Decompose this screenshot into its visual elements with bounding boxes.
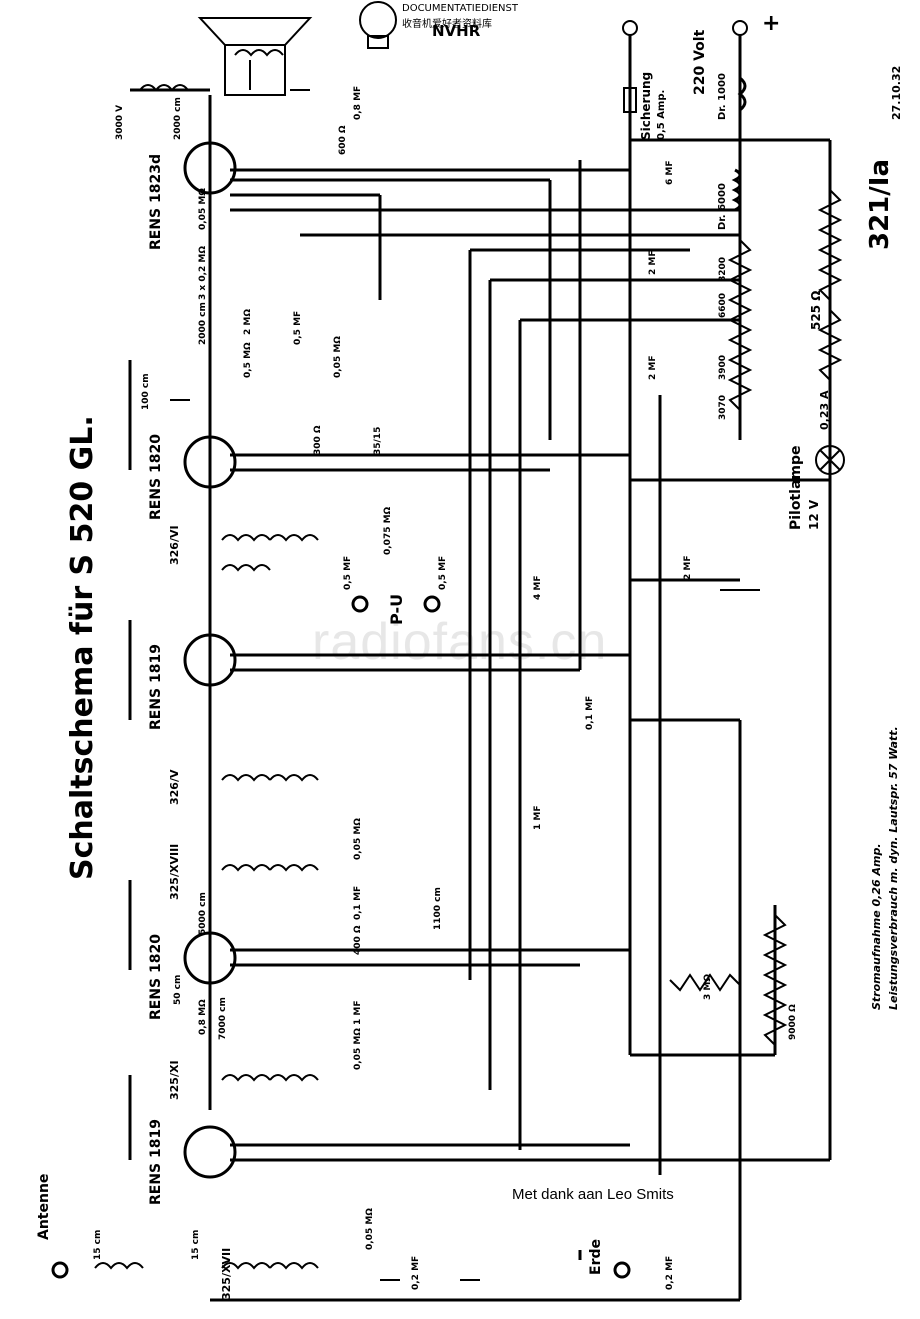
hv-label: 3000 V	[115, 105, 125, 140]
r-3x02-label: 3 x 0,2 MΩ	[198, 246, 208, 300]
watermark: radiofans.cn	[312, 613, 608, 671]
tube-2-label: RENS 1820	[148, 434, 164, 520]
plus-symbol: +	[762, 11, 780, 36]
coil-3-label: 325/XVIII	[168, 844, 181, 900]
earth-terminal-icon	[613, 1261, 631, 1279]
coil-1-label: 326/VI	[168, 525, 181, 565]
r-3900-label: 3900	[718, 355, 728, 380]
earth-label: Erde	[588, 1239, 604, 1275]
pickup-label: P-U	[387, 594, 406, 625]
supply-label: 220 Volt	[692, 29, 708, 95]
c-2000-label: 2000 cm	[198, 302, 208, 345]
tube-1-icon	[183, 141, 237, 195]
schematic-title: Schaltschema für S 520 GL.	[65, 415, 100, 880]
cap-6mf-label: 6 MF	[665, 161, 675, 186]
fuse-label: Sicherung	[639, 72, 653, 140]
r-6600-label: 6600	[718, 293, 728, 318]
header-line1: DOCUMENTATIEDIENST	[402, 3, 518, 14]
r-05mo-label: 0,5 MΩ	[243, 342, 253, 378]
cap-2mf-b-label: 2 MF	[648, 356, 658, 381]
c-01-label: 0,1 MF	[353, 886, 363, 920]
r-300-label: 300 Ω	[313, 425, 323, 455]
c-7000-label: 7000 cm	[218, 997, 228, 1040]
tube-3-icon	[183, 633, 237, 687]
c-4mf-label: 4 MF	[533, 576, 543, 601]
header-bulb-icon	[359, 1, 397, 49]
c-15b-label: 15 cm	[191, 1230, 201, 1260]
cap-2mf-a-label: 2 MF	[648, 251, 658, 276]
c-1100-label: 1100 cm	[433, 887, 443, 930]
c-15a-label: 15 cm	[93, 1230, 103, 1260]
pilot-current: 0,23 A	[818, 390, 831, 430]
ground-symbols	[170, 89, 760, 1281]
power-use-note: Leistungsverbrauch m. dyn. Lautspr. 57 W…	[887, 726, 900, 1010]
r-400-label: 400 Ω	[353, 925, 363, 955]
schematic-date: 27.10.32	[890, 66, 903, 120]
tube-3-label: RENS 1819	[148, 644, 164, 730]
coil-2-label: 326/V	[168, 769, 181, 805]
tube-2-icon	[183, 435, 237, 489]
c-02mf-label: 0,2 MF	[411, 1256, 421, 1290]
tube-4-icon	[183, 931, 237, 985]
c-05b-label: 0,5 MF	[438, 556, 448, 590]
r-005c-label: 0,05 MΩ	[353, 818, 363, 860]
power-rails	[622, 20, 845, 1160]
wiring	[128, 88, 830, 1302]
r-3mo-label: 3 MΩ	[703, 974, 713, 1000]
r-525-label: 525 Ω	[809, 291, 823, 330]
speaker-r-label: 600 Ω	[338, 125, 348, 155]
credit-text: Met dank aan Leo Smits	[512, 1186, 674, 1203]
c-1mf-b-label: 1 MF	[353, 1001, 363, 1026]
c-01mf-label: 0,1 MF	[585, 696, 595, 730]
tube-5-label: RENS 1819	[148, 1119, 164, 1205]
choke1-label: Dr. 1000	[717, 73, 728, 120]
r-8200-label: 8200	[718, 257, 728, 282]
coil-4-label: 325/XI	[168, 1060, 181, 1100]
r-005d-label: 0,05 MΩ	[353, 1028, 363, 1070]
tube-5-icon	[183, 1125, 237, 1179]
r-3070-label: 3070	[718, 395, 728, 420]
c-2mf-label: 2 MF	[683, 556, 693, 581]
tube-1-label: RENS 1823d	[148, 154, 164, 250]
output-cap-label: 2000 cm	[173, 97, 183, 140]
c-100-label: 100 cm	[141, 373, 151, 410]
choke2-label: Dr. 6000	[717, 183, 728, 230]
speaker-cap-label: 0,8 MF	[353, 86, 363, 120]
c-05mf-label: 0,5 MF	[293, 311, 303, 345]
r-3515-label: 35/15	[373, 427, 383, 455]
c-02mf-b-label: 0,2 MF	[665, 1256, 675, 1290]
r-08-label: 0,8 MΩ	[198, 999, 208, 1035]
pilot-voltage: 12 V	[807, 499, 821, 530]
r-005e-label: 0,05 MΩ	[365, 1208, 375, 1250]
c-1mf-label: 1 MF	[533, 806, 543, 831]
speaker-icon	[197, 17, 313, 96]
r-005-label: 0,05 MΩ	[198, 188, 208, 230]
antenna-terminal-icon	[51, 1261, 69, 1279]
header-logo: NVHR	[432, 22, 481, 40]
coil-groups	[94, 84, 319, 1270]
pilot-lamp-label: Pilotlampe	[788, 445, 804, 530]
antenna-label: Antenne	[36, 1174, 52, 1240]
model-code: 321/Ia	[865, 159, 895, 250]
current-note: Stromaufnahme 0,26 Amp.	[870, 844, 883, 1011]
r-2mo-label: 2 MΩ	[243, 309, 253, 335]
header-line2: 收音机爱好者资料库	[402, 19, 492, 30]
tube-4-label: RENS 1820	[148, 934, 164, 1020]
r-005b-label: 0,05 MΩ	[333, 336, 343, 378]
fuse-value: 0,5 Amp.	[656, 90, 667, 140]
c-50-label: 50 cm	[173, 975, 183, 1005]
c-5000-label: 5000 cm	[198, 892, 208, 935]
r-0075-label: 0,075 MΩ	[383, 506, 393, 555]
coil-5-label: 325/XVII	[220, 1248, 233, 1300]
c-05a-label: 0,5 MF	[343, 556, 353, 590]
r-9000-label: 9000 Ω	[788, 1004, 798, 1040]
pickup-jacks	[351, 595, 441, 613]
